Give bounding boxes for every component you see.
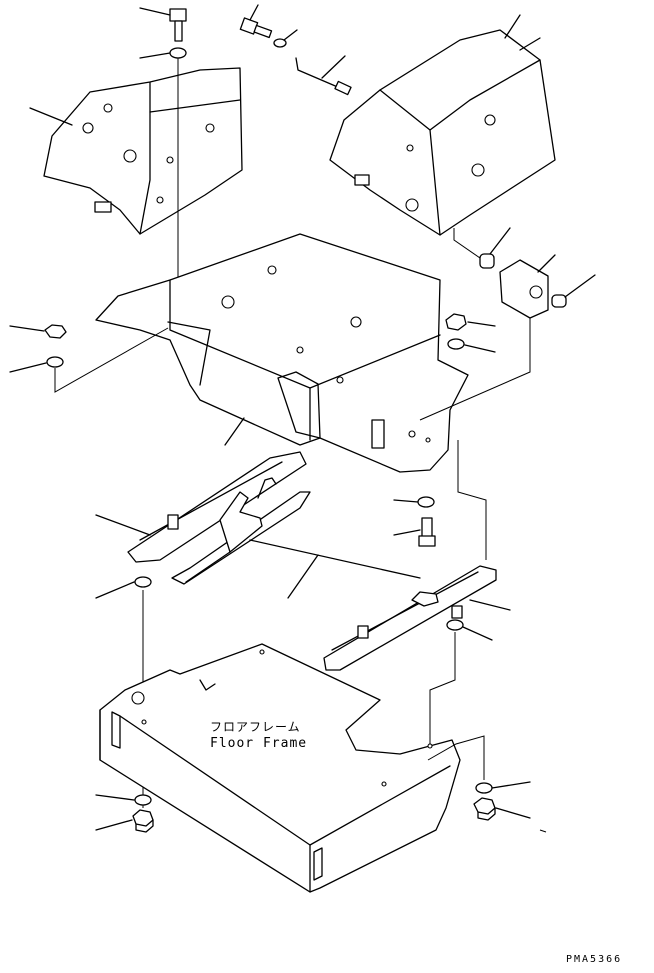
tick-mark-right <box>539 829 547 833</box>
washer-right-lower <box>475 781 531 794</box>
rod-top-right <box>295 55 352 96</box>
washer-right-upper <box>419 318 531 421</box>
slide-rail-left <box>95 451 421 599</box>
washer-left-lower <box>95 794 152 806</box>
washer-right-mid <box>429 619 493 750</box>
drawing-code: PMA5366 <box>566 954 623 965</box>
slide-rail-right <box>323 565 511 671</box>
nut-left-lower <box>95 809 154 833</box>
floor-frame <box>99 643 485 893</box>
floor-frame-label-en: Floor Frame <box>210 736 308 751</box>
floor-frame-label-jp: フロアフレーム <box>210 720 301 734</box>
nut-left-upper <box>9 324 67 339</box>
washer-center <box>393 496 435 508</box>
left-bracket <box>29 58 243 300</box>
nut-right-upper <box>445 313 496 331</box>
right-bracket <box>329 14 556 236</box>
washer-top-right <box>273 29 298 48</box>
spacer-right <box>453 227 511 269</box>
washer-left-upper <box>9 327 169 393</box>
bolt-center <box>393 440 487 560</box>
cap-right <box>551 274 596 308</box>
pivot-block-right <box>499 254 556 319</box>
bolt-top-right <box>239 4 273 39</box>
nut-right-lower <box>473 797 531 821</box>
seat-base-plate <box>95 233 469 473</box>
bolt-top-left <box>139 7 187 42</box>
washer-top-left <box>139 47 187 59</box>
